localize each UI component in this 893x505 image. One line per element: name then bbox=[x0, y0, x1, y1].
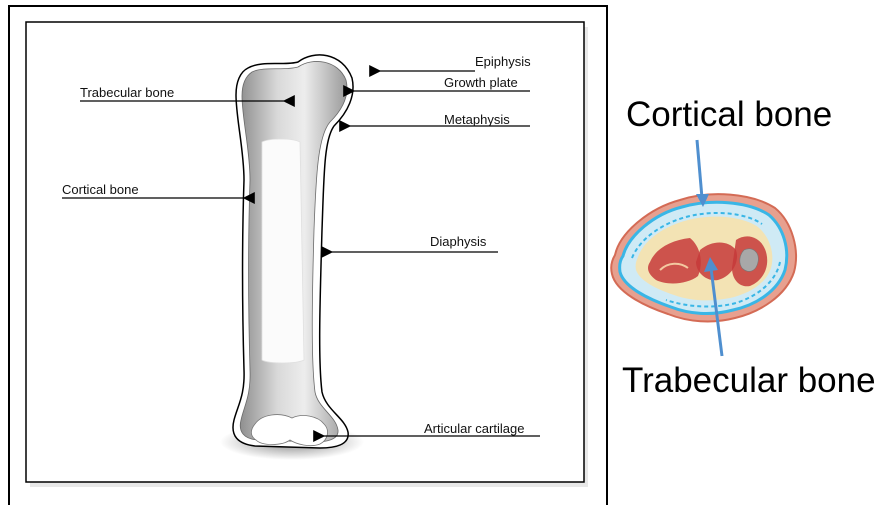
cortical-arrow-shaft bbox=[697, 140, 702, 198]
label-trabecular-bone: Trabecular bone bbox=[80, 85, 174, 100]
label-articular-cartilage: Articular cartilage bbox=[424, 421, 524, 436]
label-diaphysis: Diaphysis bbox=[430, 234, 487, 249]
label-epiphysis: Epiphysis bbox=[475, 54, 531, 69]
medullary-cavity bbox=[262, 139, 304, 363]
cross-section-cortical-label: Cortical bone bbox=[626, 95, 832, 134]
bone-cross-section bbox=[611, 194, 796, 321]
label-growth-plate: Growth plate bbox=[444, 75, 518, 90]
label-cortical-bone: Cortical bone bbox=[62, 182, 139, 197]
cross-section-grey-spot bbox=[740, 249, 758, 272]
label-metaphysis: Metaphysis bbox=[444, 112, 510, 127]
cross-section-trabecular-label: Trabecular bone bbox=[622, 361, 876, 400]
